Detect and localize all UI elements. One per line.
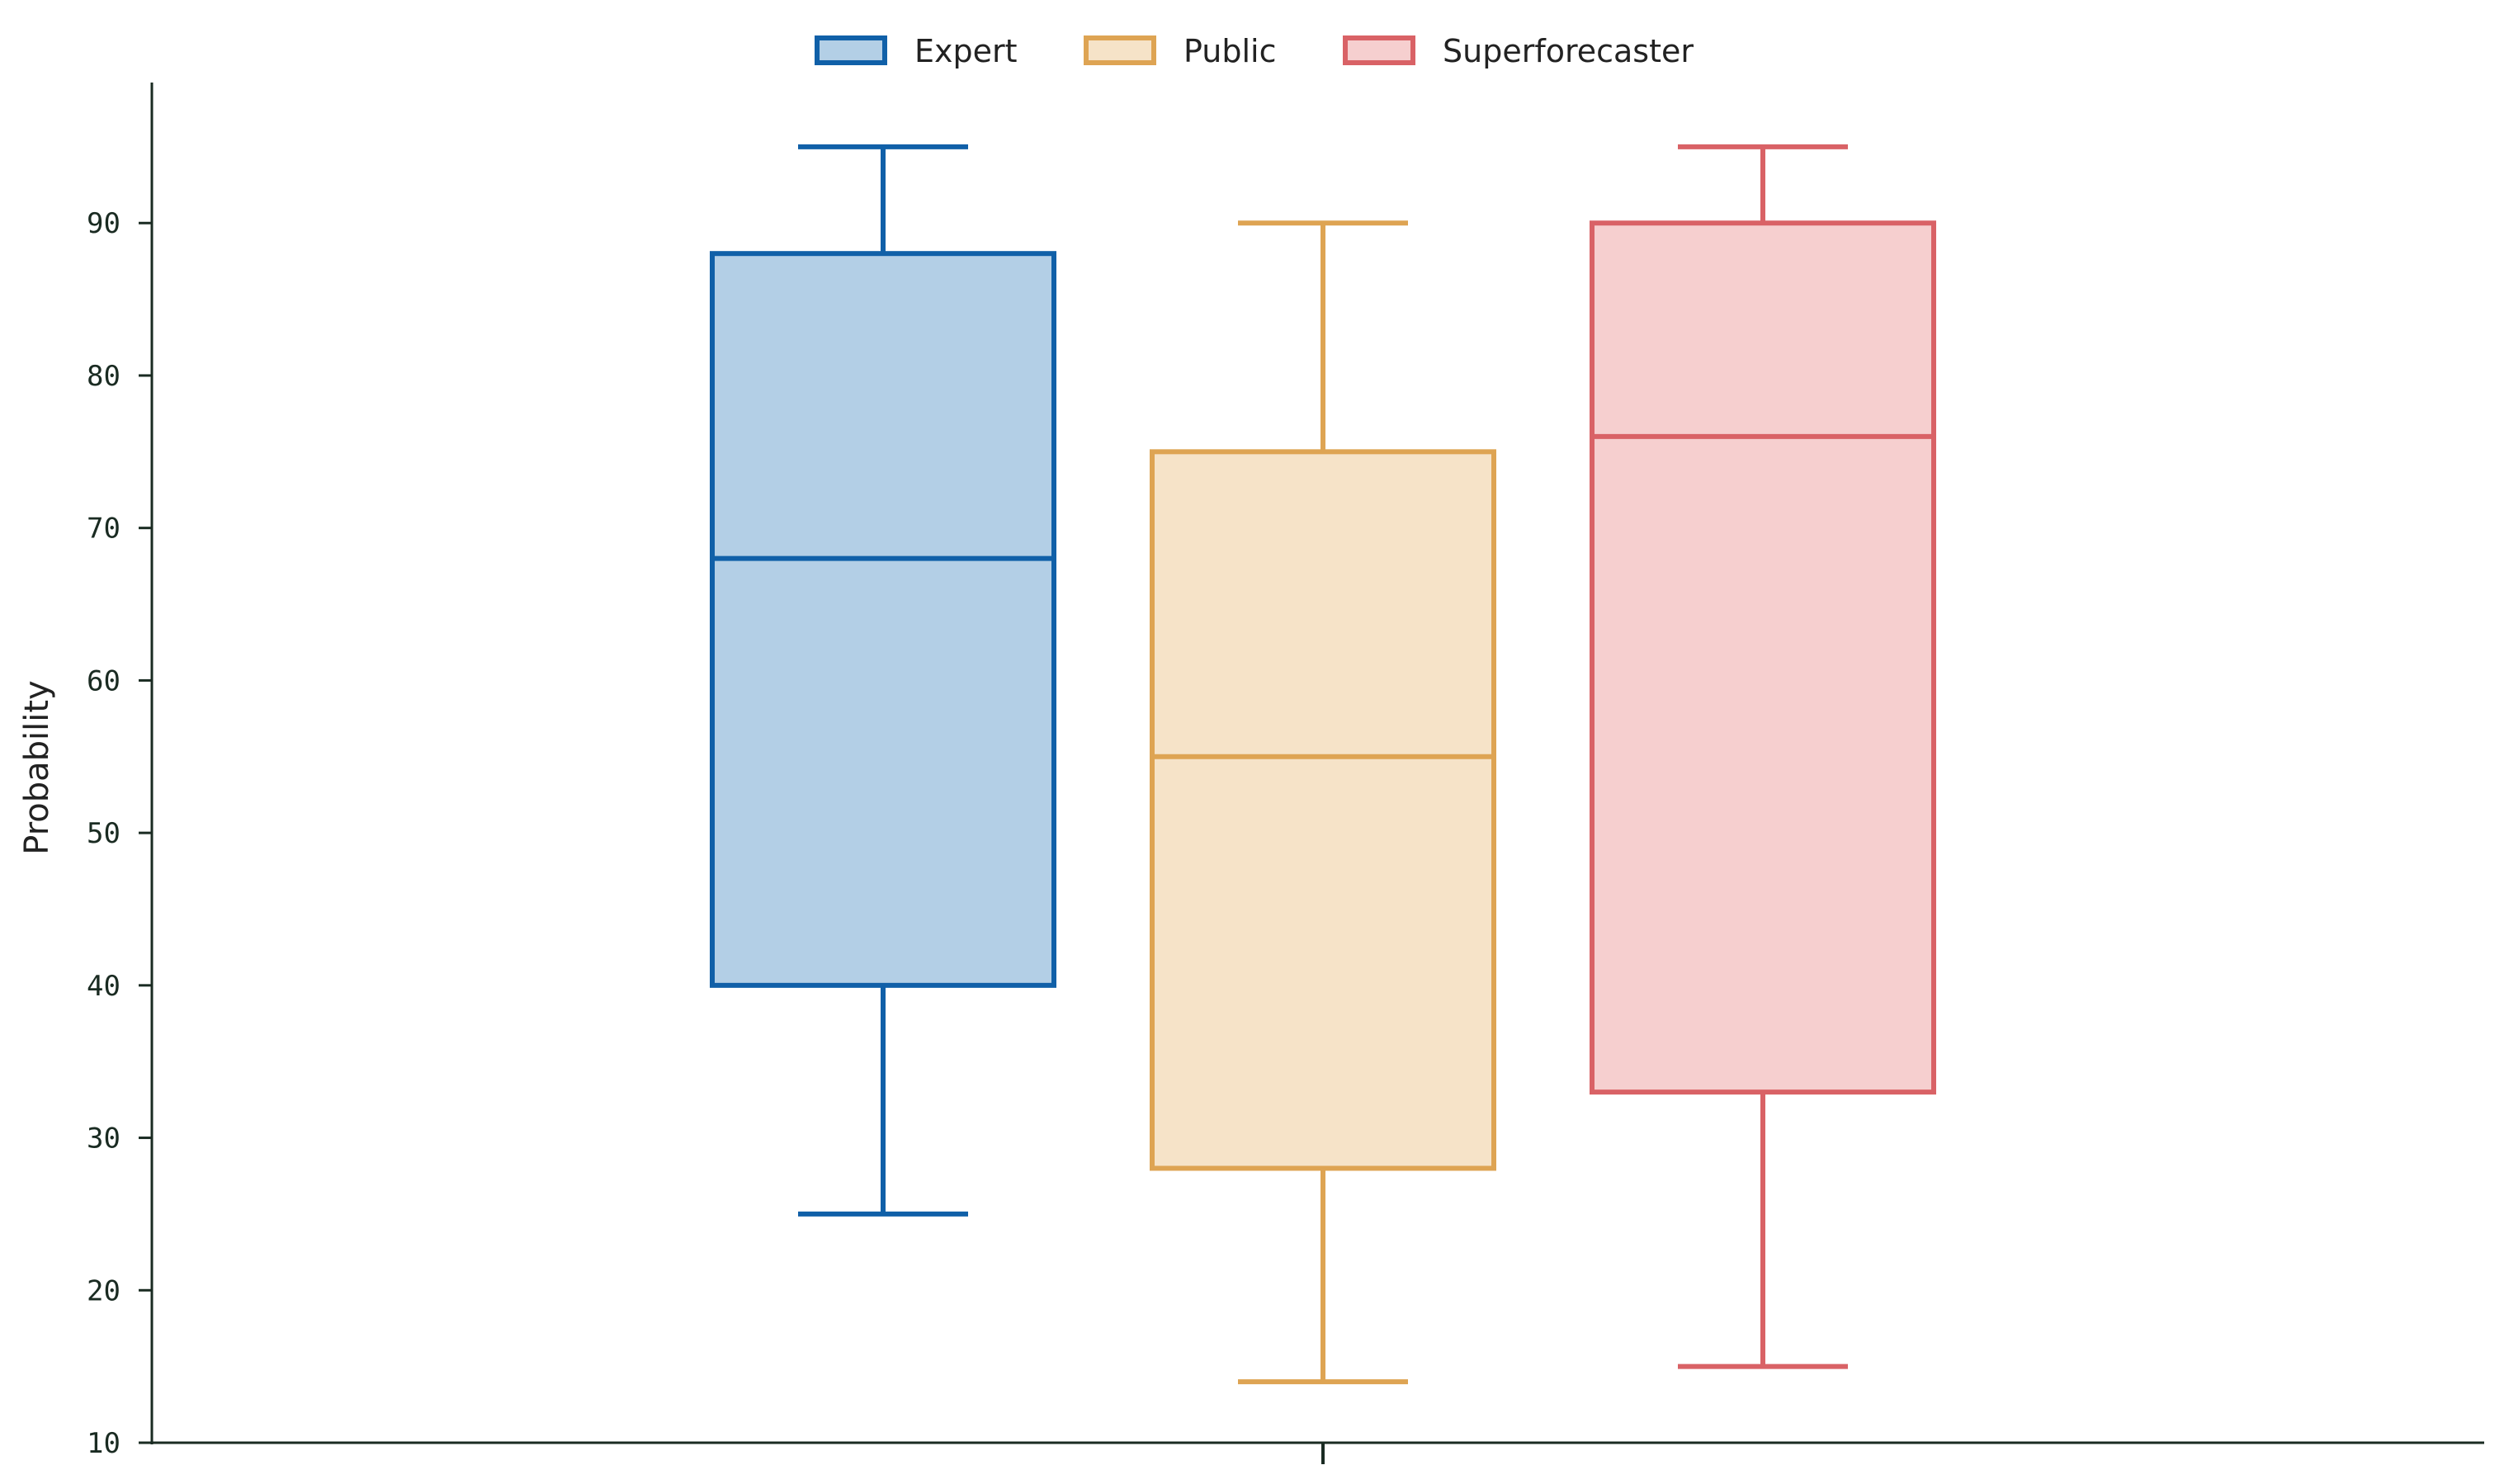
y-tick-label: 20 (87, 1274, 120, 1307)
legend-item-expert: Expert (815, 33, 1018, 69)
legend-label: Expert (914, 33, 1018, 69)
y-tick-label: 90 (87, 207, 120, 240)
iqr-box (1150, 449, 1496, 1171)
legend-label: Public (1183, 33, 1276, 69)
box-series (710, 144, 1936, 1385)
legend-item-public: Public (1084, 33, 1276, 69)
y-tick-label: 10 (87, 1427, 120, 1460)
box-expert (710, 144, 1056, 1217)
y-tick-label: 30 (87, 1122, 120, 1156)
y-axis: Probability 10 20 30 40 50 60 70 80 90 (18, 83, 154, 1460)
box-public (1150, 220, 1496, 1385)
y-axis-title: Probability (18, 680, 56, 854)
iqr-box (1590, 220, 1936, 1095)
y-tick-label: 40 (87, 970, 120, 1003)
y-tick-label: 60 (87, 664, 120, 697)
x-axis (150, 1441, 2484, 1464)
box-superforecaster (1590, 144, 1936, 1369)
y-tick-label: 70 (87, 513, 120, 546)
legend-swatch (1343, 35, 1415, 65)
legend: Expert Public Superforecaster (815, 33, 1694, 69)
legend-item-superforecaster: Superforecaster (1343, 33, 1694, 69)
legend-label: Superforecaster (1443, 33, 1694, 69)
y-tick-label: 80 (87, 360, 120, 393)
iqr-box (710, 251, 1056, 988)
legend-swatch (1084, 35, 1156, 65)
legend-swatch (815, 35, 887, 65)
y-tick-label: 50 (87, 817, 120, 850)
